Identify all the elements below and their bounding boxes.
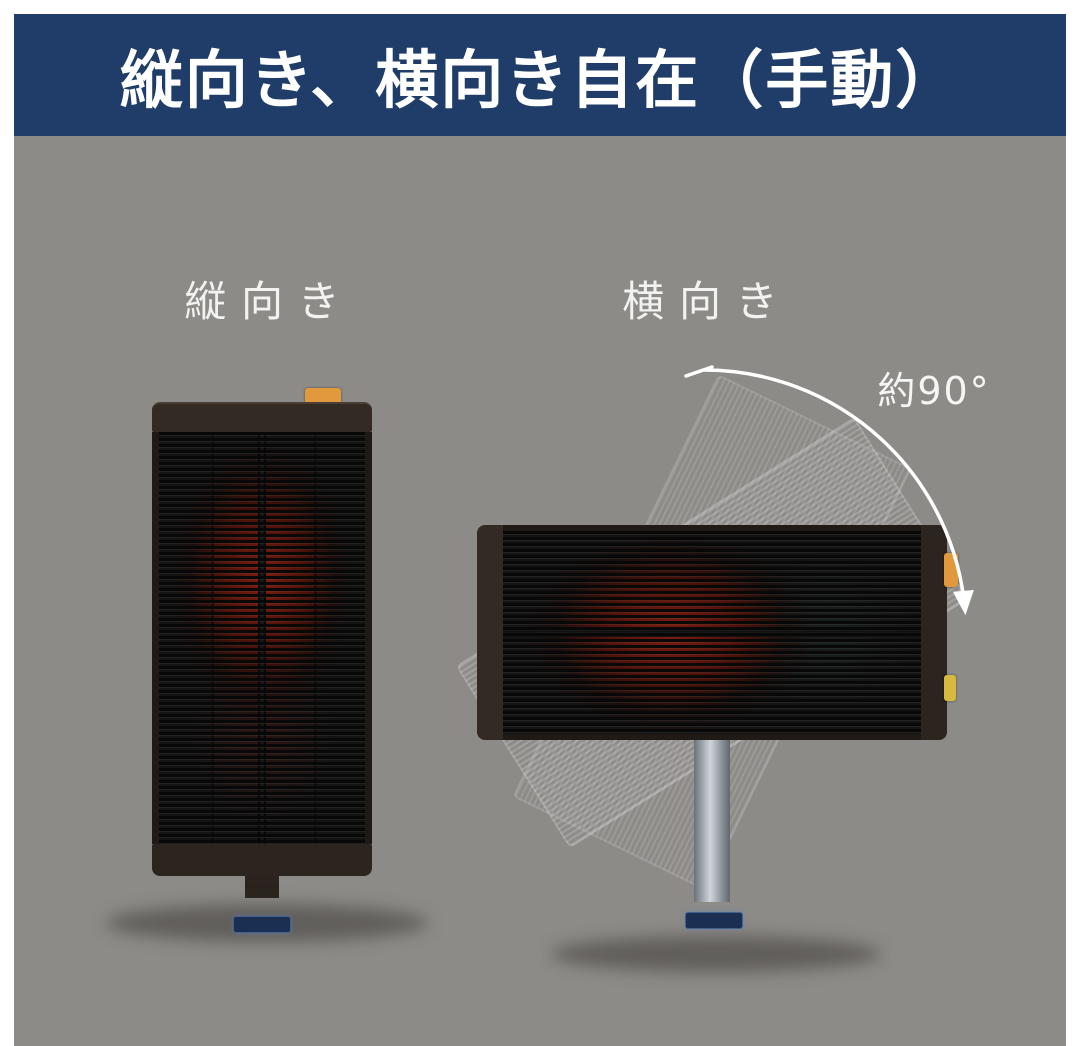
heater-display [685,912,743,929]
heater-top-cap [152,402,372,432]
banner: 縦向き、横向き自在（手動） [14,14,1066,136]
heater-grill [477,525,958,740]
horizontal-figure-label: 横向き [622,277,793,326]
heater-grill [152,432,372,844]
grill-area [503,525,921,740]
vertical-heater [106,388,428,968]
horizontal-heater [455,374,981,986]
heater-display [233,916,291,933]
heater-neck [245,876,279,898]
rotation-angle-label: 約90° [877,369,991,413]
vertical-figure-label: 縦向き [184,277,355,326]
heater-bottom-cap [152,844,372,876]
heater-pole [694,736,730,902]
grill-fins [503,531,921,734]
power-knob [305,388,341,406]
power-knob [944,553,958,587]
stage: 縦向き 横向き 約90° [14,136,1066,1046]
secondary-knob [944,675,956,701]
heater-left-cap [477,525,503,740]
banner-title: 縦向き、横向き自在（手動） [119,43,961,117]
heater-base [122,884,402,958]
heater-shadow [551,936,881,972]
heater-base [575,880,853,954]
grill-fins [159,432,365,844]
